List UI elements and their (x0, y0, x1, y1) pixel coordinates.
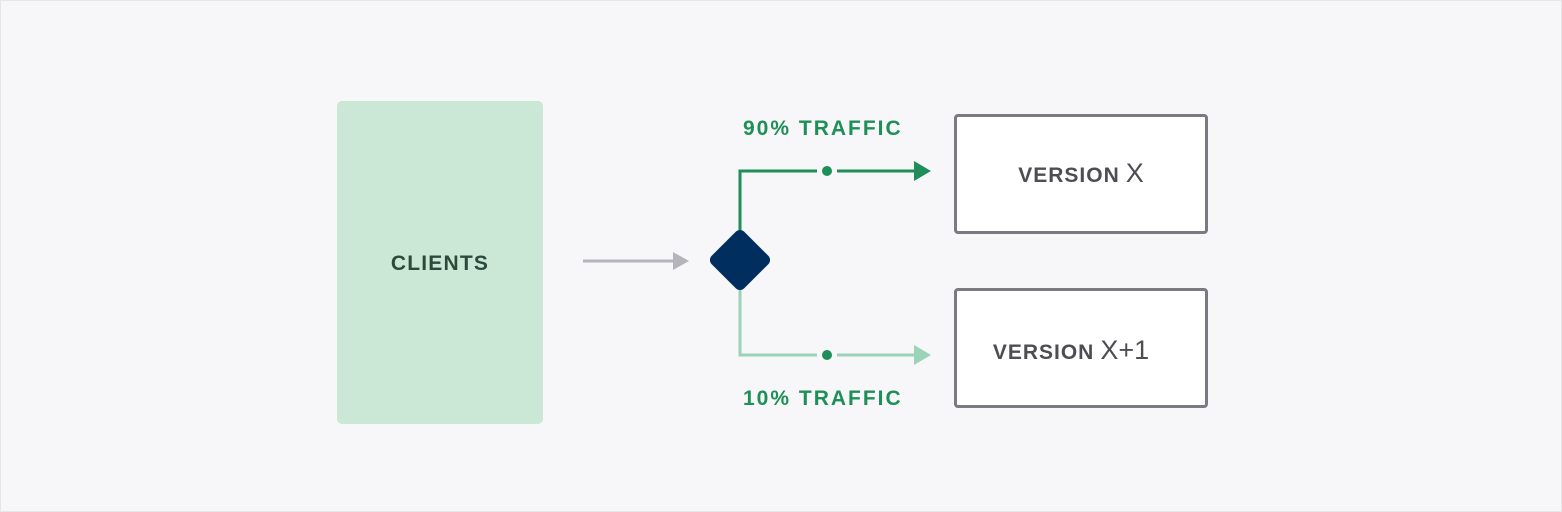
branch-90-line (738, 169, 917, 233)
version-x-plus-1-label: VERSION (992, 340, 1095, 364)
traffic-label-90: 90% TRAFFIC (743, 117, 903, 140)
version-x-label: VERSION (1018, 163, 1120, 187)
clients-label: CLIENTS (390, 251, 490, 275)
branch-10-dot (822, 350, 832, 360)
input-arrow-head (673, 252, 689, 270)
version-x-plus-1-variant: X+1 (1100, 334, 1150, 365)
branch-10-arrow-head (914, 345, 931, 365)
branch-10-line (738, 289, 917, 357)
traffic-label-10: 10% TRAFFIC (743, 387, 903, 410)
clients-node: CLIENTS (337, 101, 543, 424)
branch-90-dot (822, 166, 832, 176)
version-x-variant: X (1125, 157, 1144, 188)
router-diamond (709, 229, 771, 291)
branch-90-arrow-head (914, 161, 931, 181)
